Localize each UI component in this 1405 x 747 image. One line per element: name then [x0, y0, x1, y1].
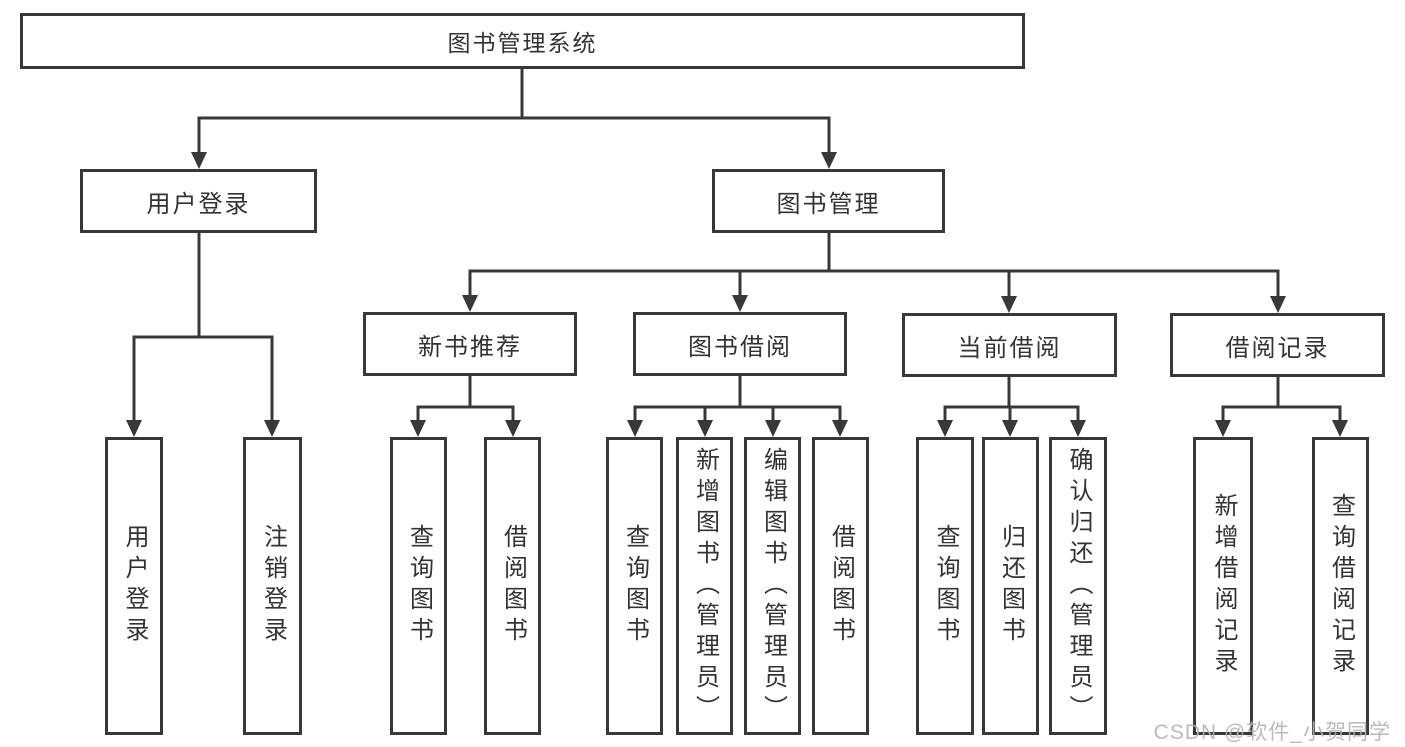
node-label: 编辑图书（管理员） — [759, 446, 787, 726]
node-label: 新增图书（管理员） — [691, 446, 719, 726]
node-label: 查询图书 — [932, 524, 959, 648]
node-borrow-records: 借阅记录 — [1170, 313, 1385, 377]
leaf-edit-book-admin: 编辑图书（管理员） — [744, 437, 801, 735]
leaf-user-login: 用户登录 — [105, 437, 163, 735]
leaf-add-borrow-record: 新增借阅记录 — [1193, 437, 1253, 735]
node-label: 归还图书 — [997, 524, 1025, 648]
node-label: 当前借阅 — [957, 334, 1062, 362]
leaf-borrow-books-2: 借阅图书 — [812, 437, 869, 735]
leaf-query-books-2: 查询图书 — [606, 437, 663, 735]
leaf-confirm-return-admin: 确认归还（管理员） — [1049, 437, 1107, 735]
node-label: 借阅记录 — [1225, 334, 1330, 362]
node-label: 新增借阅记录 — [1210, 493, 1237, 679]
node-current-borrow: 当前借阅 — [902, 313, 1117, 377]
node-label: 图书管理 — [776, 190, 881, 218]
node-label: 新书推荐 — [418, 333, 522, 361]
node-label: 图书管理系统 — [447, 30, 598, 56]
leaf-query-borrow-record: 查询借阅记录 — [1312, 437, 1369, 735]
leaf-query-books-1: 查询图书 — [390, 437, 447, 735]
node-label: 查询借阅记录 — [1327, 493, 1355, 679]
leaf-query-books-3: 查询图书 — [916, 437, 974, 735]
node-library-system: 图书管理系统 — [20, 13, 1025, 69]
node-label: 查询图书 — [405, 524, 433, 648]
csdn-watermark: CSDN @软件_小贺同学 — [1153, 721, 1391, 744]
node-label: 图书借阅 — [688, 333, 792, 361]
node-book-management: 图书管理 — [712, 169, 945, 233]
node-label: 查询图书 — [621, 524, 649, 648]
node-book-borrow: 图书借阅 — [633, 312, 847, 376]
leaf-borrow-books-1: 借阅图书 — [484, 437, 541, 735]
node-label: 用户登录 — [121, 524, 148, 648]
node-label: 确认归还（管理员） — [1065, 446, 1092, 726]
node-label: 借阅图书 — [499, 524, 527, 648]
leaf-add-book-admin: 新增图书（管理员） — [676, 437, 733, 735]
node-label: 用户登录 — [146, 190, 251, 218]
node-new-book-recommend: 新书推荐 — [363, 312, 577, 376]
node-user-login: 用户登录 — [80, 169, 317, 233]
leaf-return-book: 归还图书 — [982, 437, 1039, 735]
node-label: 注销登录 — [259, 524, 287, 648]
leaf-logout: 注销登录 — [243, 437, 302, 735]
node-label: 借阅图书 — [827, 524, 855, 648]
